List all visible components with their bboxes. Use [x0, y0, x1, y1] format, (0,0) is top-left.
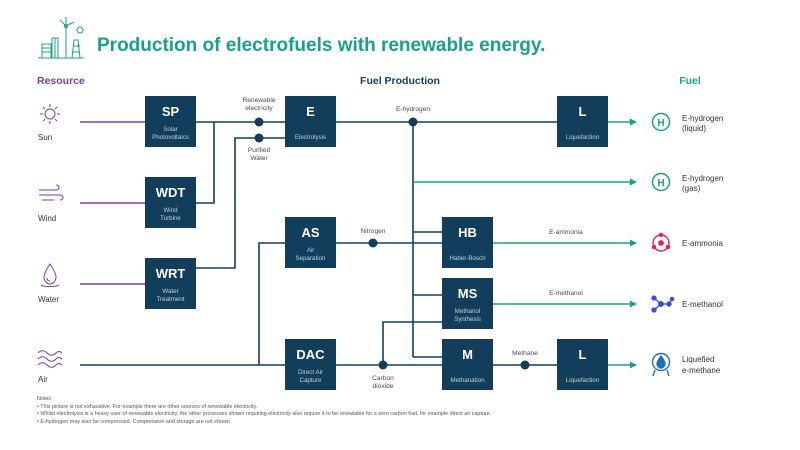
- flow-label-nitrogen: Nitrogen: [361, 228, 386, 235]
- process-box-ms: MS Methanol Synthesis: [442, 278, 493, 329]
- process-box-dac: DAC Direct Air Capture: [285, 339, 336, 390]
- box-sub: Direct Air: [298, 369, 323, 376]
- box-abbr: SP: [162, 104, 180, 119]
- flow-label-e-methanol: E-methanol: [549, 290, 583, 297]
- box-abbr: L: [579, 347, 587, 362]
- note-item: • This picture is not exhaustive. For ex…: [37, 403, 258, 410]
- flow-label-renewable: Renewable: [243, 97, 276, 104]
- junction-dots: [254, 117, 530, 370]
- resource-label-air: Air: [38, 375, 48, 384]
- box-abbr: DAC: [296, 347, 325, 362]
- box-abbr: AS: [301, 225, 319, 240]
- flow-label-e-hydrogen: E-hydrogen: [396, 106, 430, 113]
- box-sub: Liquefaction: [566, 134, 600, 141]
- box-abbr: HB: [458, 225, 477, 240]
- fuel-label-hydrogen-gas: (gas): [682, 184, 701, 193]
- box-sub: Haber-Bosch: [449, 255, 486, 262]
- fuel-label-methane: e-methane: [682, 366, 721, 375]
- resource-connectors: [80, 121, 145, 285]
- process-box-hb: HB Haber-Bosch: [442, 217, 493, 268]
- box-abbr: L: [579, 104, 587, 119]
- hydrogen-gas-icon: H: [651, 172, 671, 192]
- column-header-resource: Resource: [37, 75, 85, 87]
- process-box-sp: SP Solar Photovoltaics: [145, 96, 196, 147]
- resource-label-water: Water: [38, 295, 59, 304]
- wind-icon: [39, 184, 64, 201]
- fuel-label-methanol: E-methanol: [682, 300, 723, 309]
- air-icon: [37, 350, 63, 368]
- box-sub: Solar: [163, 126, 177, 133]
- flow-label-purified-water: Water: [250, 155, 268, 162]
- box-abbr: WDT: [156, 185, 186, 200]
- page-title: Production of electrofuels with renewabl…: [97, 35, 545, 56]
- resource-label-sun: Sun: [38, 133, 52, 142]
- process-connectors: [80, 121, 557, 366]
- resource-label-wind: Wind: [38, 214, 56, 223]
- box-sub: Methanol: [455, 308, 480, 315]
- ammonia-icon: [651, 232, 671, 252]
- svg-text:H: H: [657, 118, 664, 129]
- flow-label-purified-water: Purified: [248, 147, 271, 154]
- process-box-e: E Electrolysis: [285, 96, 336, 147]
- methanol-icon: [651, 295, 675, 313]
- box-abbr: E: [306, 104, 315, 119]
- box-abbr: WRT: [156, 266, 186, 281]
- box-sub: Water: [162, 288, 178, 295]
- process-box-wrt: WRT Water Treatment: [145, 258, 196, 309]
- flow-label-carbon-dioxide: dioxide: [373, 383, 394, 390]
- box-sub: Separation: [296, 255, 326, 262]
- notes-section: Notes • This picture is not exhaustive. …: [37, 396, 737, 426]
- box-sub: Synthesis: [454, 316, 481, 323]
- column-header-fuel: Fuel: [679, 75, 701, 87]
- fuel-label-ammonia: E-ammonia: [682, 239, 723, 248]
- flow-label-methane: Methane: [512, 350, 538, 357]
- process-box-as: AS Air Separation: [285, 217, 336, 268]
- fuel-arrows: [413, 118, 637, 369]
- box-sub: Electrolysis: [295, 134, 326, 141]
- box-sub: Turbine: [160, 215, 181, 222]
- svg-text:H: H: [657, 178, 664, 189]
- process-box-wdt: WDT Wind Turbine: [145, 177, 196, 228]
- column-header-fuel-production: Fuel Production: [360, 75, 440, 87]
- fuel-label-hydrogen-liquid: E-hydrogen: [682, 114, 723, 123]
- note-item: • E-hydrogen may also be compressed. Com…: [37, 418, 232, 425]
- process-box-l-methane: L Liquefaction: [557, 339, 608, 390]
- box-sub: Liquefaction: [566, 377, 600, 384]
- box-abbr: M: [462, 347, 473, 362]
- box-sub: Methanation: [450, 377, 485, 384]
- box-sub: Treatment: [157, 296, 185, 303]
- notes-heading: Notes: [37, 396, 52, 402]
- sun-icon: [40, 104, 60, 124]
- renewable-energy-illustration-icon: [38, 17, 84, 59]
- hydrogen-liquid-icon: H: [651, 112, 671, 132]
- flow-label-e-ammonia: E-ammonia: [549, 229, 583, 236]
- fuel-label-hydrogen-liquid: (liquid): [682, 124, 706, 133]
- box-sub: Air: [307, 247, 315, 254]
- box-abbr: MS: [458, 286, 478, 301]
- process-box-l-hydrogen: L Liquefaction: [557, 96, 608, 147]
- water-drop-icon: [40, 263, 60, 287]
- process-box-m: M Methanation: [442, 339, 493, 390]
- flow-label-carbon-dioxide: Carbon: [372, 375, 394, 382]
- fuel-label-hydrogen-gas: E-hydrogen: [682, 174, 723, 183]
- fuel-label-methane: Liquefied: [682, 355, 714, 364]
- flow-label-renewable: electricity: [245, 105, 273, 112]
- methane-tank-icon: [651, 352, 671, 377]
- box-sub: Wind: [163, 207, 178, 214]
- note-item: • Whilst electrolysis is a heavy user of…: [37, 411, 492, 418]
- box-sub: Capture: [299, 377, 322, 384]
- box-sub: Photovoltaics: [152, 134, 189, 141]
